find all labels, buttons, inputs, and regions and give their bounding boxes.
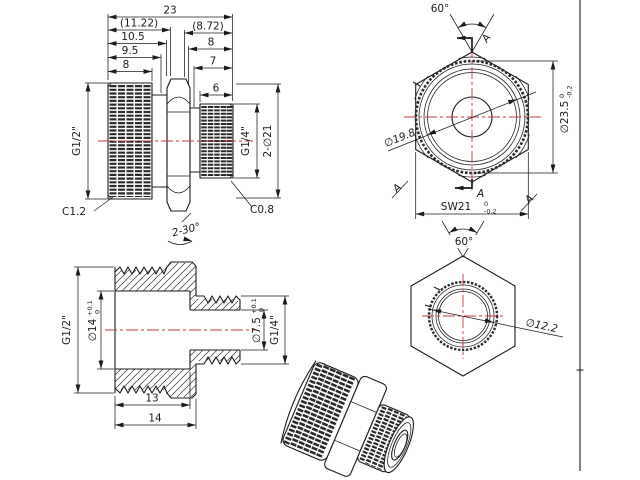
end-large-thread-ring — [414, 59, 530, 175]
thread-start-mark — [412, 81, 421, 87]
front-view-part — [98, 78, 253, 212]
dim-7-text: 7 — [210, 56, 217, 68]
end-view-large: 60° A A ∅19.8 ∅23.5 0 -0.2 SW21 0 -0.2 A… — [383, 3, 574, 219]
section-hatch-bottom — [115, 350, 240, 397]
od-tol-lower: -0.2 — [566, 85, 574, 98]
dim-ref-left-text: (11.22) — [120, 18, 158, 30]
front-extension-lines — [107, 14, 233, 107]
bore-large-tol-upper: +0.1 — [86, 300, 94, 316]
front-thread-right-label: G1/4" — [240, 126, 252, 156]
section-outline-top — [114, 261, 241, 310]
border-line — [576, 0, 584, 471]
dim-6-text: 6 — [213, 83, 220, 95]
iso-hex-facets — [334, 401, 377, 452]
od-text: ∅23.5 — [559, 101, 571, 134]
hex-chamfer-leader — [167, 212, 193, 245]
section-label-bottom: A — [476, 188, 484, 200]
bore-small-tol-lower: 0 — [258, 308, 266, 312]
bore-large-text: ∅14 — [87, 318, 99, 341]
section-thread-left-label: G1/2" — [61, 315, 73, 345]
dim-depth-text: 13 — [145, 393, 158, 405]
bore-large-tol-lower: 0 — [94, 310, 102, 314]
bore-small-label: ∅7.5 +0.1 0 — [250, 298, 266, 343]
front-hex-facets — [166, 96, 191, 194]
dim-9-5-text: 9.5 — [122, 45, 139, 57]
dia-small-line — [427, 308, 564, 338]
bore-small-text: ∅7.5 — [251, 317, 263, 343]
od-dim-label: ∅23.5 0 -0.2 — [558, 85, 574, 133]
front-thread-left-label: G1/2" — [71, 126, 83, 156]
section-thread-right-label: G1/4" — [269, 315, 281, 345]
section-corner-ticks — [391, 180, 538, 212]
dim-10-5-text: 10.5 — [121, 31, 144, 43]
dim-overall-text: 23 — [163, 5, 176, 17]
section-outline-bottom — [114, 350, 241, 399]
front-chamfer-right-mark — [229, 103, 234, 179]
chamfer-right-leader — [230, 180, 253, 208]
wrench-text: SW21 — [441, 201, 471, 213]
chamfer-left-leader — [93, 196, 114, 212]
front-view-dimensions: 23 (11.22) 10.5 9.5 8 (8.72) 8 7 — [62, 5, 281, 245]
section-arrow-top — [457, 37, 473, 53]
wrench-tol-lower: -0.2 — [484, 208, 497, 216]
angle-60-small-text: 60° — [455, 236, 474, 248]
dim-length-text: 14 — [148, 413, 162, 425]
section-label-corner-right: A — [522, 193, 536, 207]
isometric-view — [280, 360, 414, 477]
front-right-neck — [189, 107, 201, 173]
section-bore — [115, 290, 240, 370]
chamfer-right-label: C0.8 — [250, 204, 274, 216]
section-view: G1/2" ∅14 +0.1 0 ∅7.5 +0.1 0 G1/4" 13 14 — [61, 261, 289, 429]
thread-start-marks-small — [424, 286, 441, 308]
end-view-small: 60° ∅12.2 — [410, 220, 564, 377]
wrench-tol-upper: 0 — [484, 200, 488, 208]
front-hex — [166, 78, 191, 212]
chamfer-left-label: C1.2 — [62, 206, 86, 218]
angle-60-large-text: 60° — [431, 3, 450, 15]
dim-8-left-text: 8 — [123, 59, 130, 71]
od-tol-upper: 0 — [558, 94, 566, 98]
bore-small-tol-upper: +0.1 — [250, 298, 258, 314]
section-hatch-top — [115, 263, 240, 310]
front-view: 23 (11.22) 10.5 9.5 8 (8.72) 8 7 — [62, 5, 281, 245]
dim-8-right-text: 8 — [208, 37, 215, 49]
section-label-corner-left: A — [390, 182, 404, 196]
sheet-border — [576, 0, 584, 471]
section-label-top: A — [479, 32, 494, 46]
bore-large-label: ∅14 +0.1 0 — [86, 300, 102, 341]
front-od-label: 2-∅21 — [262, 125, 274, 158]
dim-ref-right-text: (8.72) — [192, 21, 224, 33]
hex-chamfer-label: 2-30° — [171, 221, 202, 240]
